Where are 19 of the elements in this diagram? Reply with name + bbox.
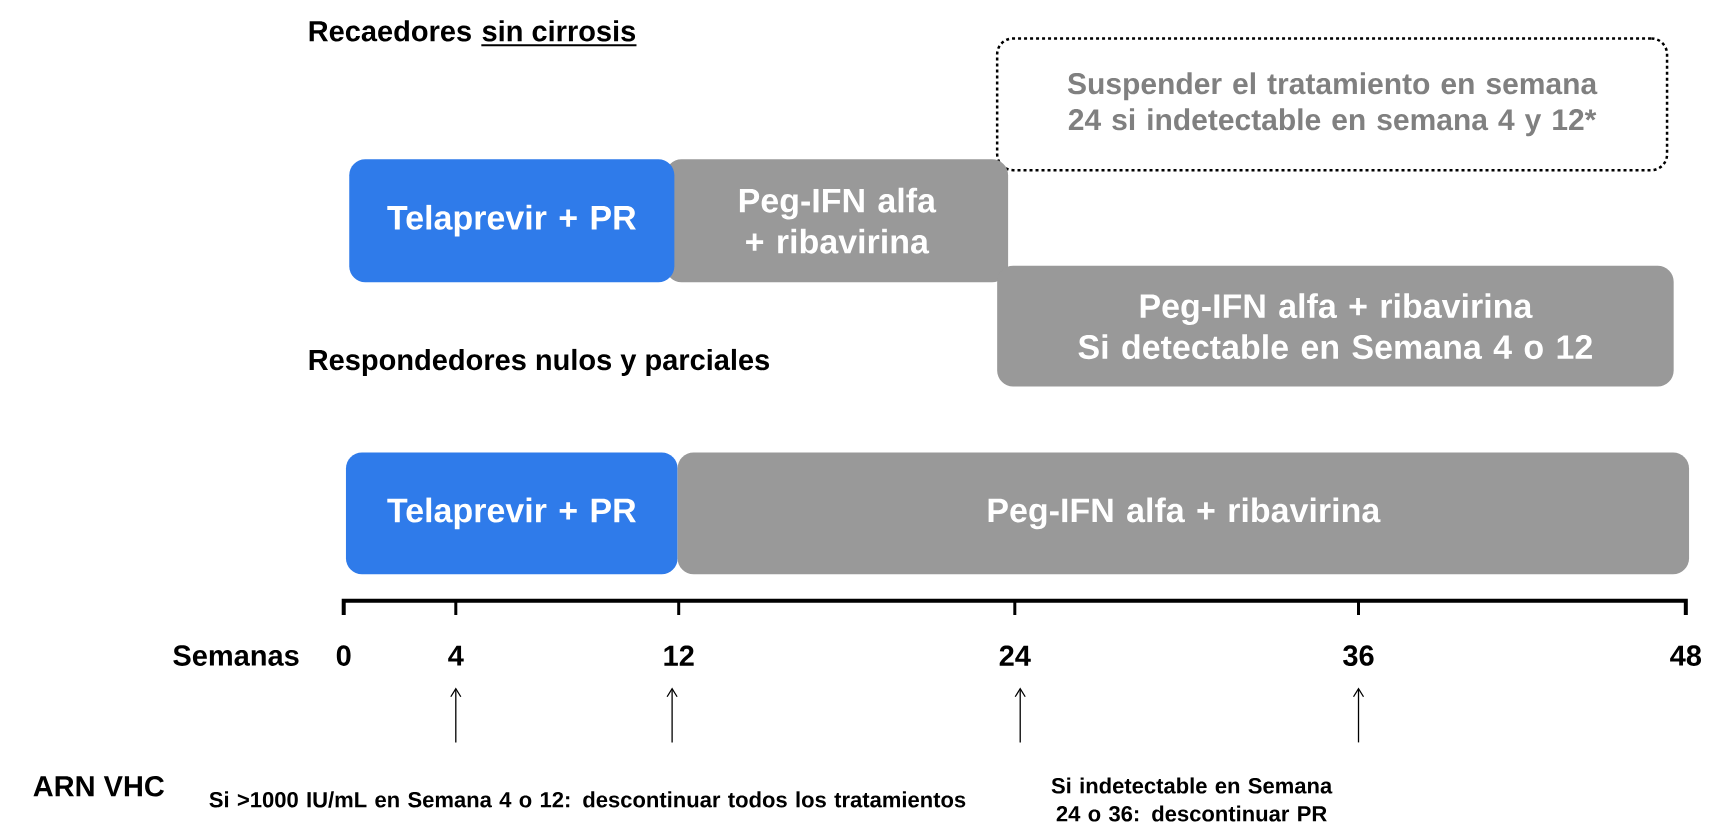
tick-label: 48 [1670,645,1702,666]
treatment-box: Peg-IFN alfa + ribavirina Si detectable en Semana 4 o 12 [997,265,1674,387]
section-heading: Respondedores nulos y parciales [309,348,770,376]
note-text: Si >1000 IU/mL en Semana 4 o 12: descontinuar todos los tratamientos [209,791,966,808]
note-box: Suspender el tratamiento en semana 24 si indetectable en semana 4 y 12* [995,37,1669,172]
tick-label: 12 [664,645,694,666]
treatment-box: Peg-IFN alfa + ribavirina [665,159,1009,283]
tick-label: 36 [1343,645,1374,666]
note-text: Si indetectable en Semana 24 o 36: descontinuar PR [1051,777,1333,822]
treatment-box: Telaprevir + PR [345,452,678,575]
section-heading: sin cirrosis [482,20,636,42]
tick-label: 0 [336,645,351,666]
tick-label: 24 [999,645,1031,666]
axis-title: Semanas [173,645,299,666]
section-heading: Recaedores [309,20,471,42]
treatment-box: Peg-IFN alfa + ribavirina [677,452,1690,575]
treatment-box: Telaprevir + PR [349,159,675,283]
row-label: ARN VHC [33,776,165,797]
tick-label: 4 [448,645,464,666]
